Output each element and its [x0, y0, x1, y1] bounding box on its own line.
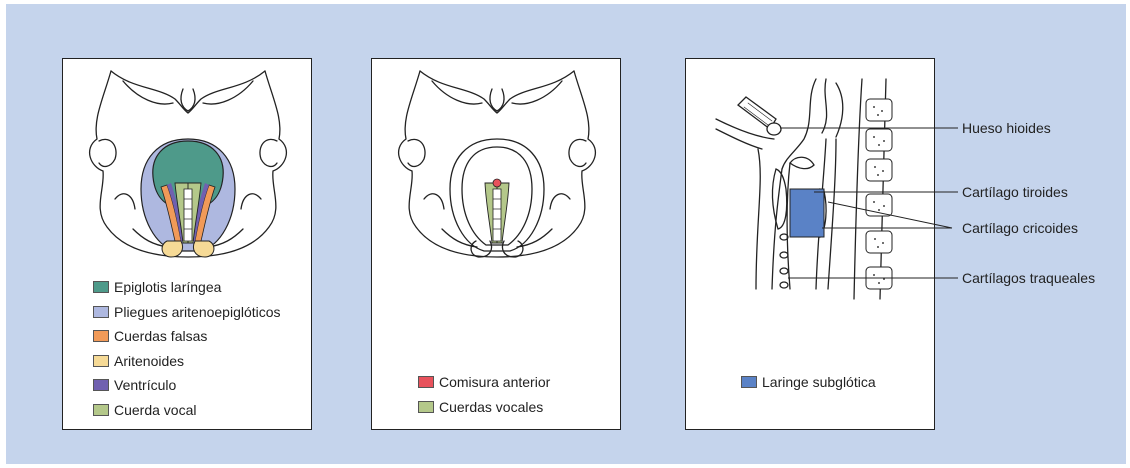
legend-label-vocal-cords: Cuerdas vocales — [439, 399, 543, 415]
sagittal-section-illustration — [686, 59, 936, 309]
legend-subglottic: Laringe subglótica — [741, 370, 876, 395]
legend-item-epiglottis: Epiglotis laríngea — [93, 275, 281, 300]
legend-label-false-cords: Cuerdas falsas — [114, 328, 207, 344]
panel-larynx-regions: Epiglotis laríngea Pliegues aritenoepigl… — [62, 58, 312, 430]
swatch-false-cords — [93, 330, 109, 342]
legend-item-arytenoids: Aritenoides — [93, 349, 281, 374]
callout-thyroid-cartilage: Cartílago tiroides — [962, 184, 1068, 200]
swatch-arytenoids — [93, 355, 109, 367]
legend-glottis: Comisura anterior Cuerdas vocales — [418, 370, 550, 419]
anterior-commissure-marker — [493, 179, 501, 187]
legend-item-anterior-commissure: Comisura anterior — [418, 370, 550, 395]
swatch-anterior-commissure — [418, 376, 434, 388]
legend-label-vocal-cord: Cuerda vocal — [114, 402, 197, 418]
legend-item-false-cords: Cuerdas falsas — [93, 324, 281, 349]
larynx-regions-illustration — [63, 59, 313, 269]
figure-background: Epiglotis laríngea Pliegues aritenoepigl… — [6, 4, 1126, 464]
swatch-subglottic — [741, 376, 757, 388]
panel-sagittal-section: Laringe subglótica — [685, 58, 935, 430]
vertebrae — [866, 99, 892, 289]
swatch-aryepiglottic — [93, 306, 109, 318]
legend-label-subglottic: Laringe subglótica — [762, 374, 876, 390]
swatch-vocal-cords — [418, 401, 434, 413]
legend-label-aryepiglottic: Pliegues aritenoepiglóticos — [114, 304, 281, 320]
swatch-vocal-cord — [93, 404, 109, 416]
legend-item-ventricle: Ventrículo — [93, 373, 281, 398]
swatch-ventricle — [93, 379, 109, 391]
legend-item-aryepiglottic: Pliegues aritenoepiglóticos — [93, 300, 281, 325]
legend-item-vocal-cords: Cuerdas vocales — [418, 395, 550, 420]
glottis-illustration — [372, 59, 622, 269]
callout-hyoid-bone: Hueso hioides — [962, 120, 1051, 136]
subglottic-larynx-region — [790, 189, 824, 237]
legend-label-arytenoids: Aritenoides — [114, 353, 184, 369]
panel-glottis: Comisura anterior Cuerdas vocales — [371, 58, 621, 430]
legend-label-epiglottis: Epiglotis laríngea — [114, 279, 221, 295]
legend-item-subglottic: Laringe subglótica — [741, 370, 876, 395]
callout-cricoid-cartilage: Cartílago cricoides — [962, 220, 1078, 236]
swatch-epiglottis — [93, 281, 109, 293]
legend-item-vocal-cord: Cuerda vocal — [93, 398, 281, 423]
callout-tracheal-cartilages: Cartílagos traqueales — [962, 270, 1095, 286]
legend-regions: Epiglotis laríngea Pliegues aritenoepigl… — [93, 275, 281, 422]
legend-label-ventricle: Ventrículo — [114, 377, 176, 393]
legend-label-anterior-commissure: Comisura anterior — [439, 374, 550, 390]
